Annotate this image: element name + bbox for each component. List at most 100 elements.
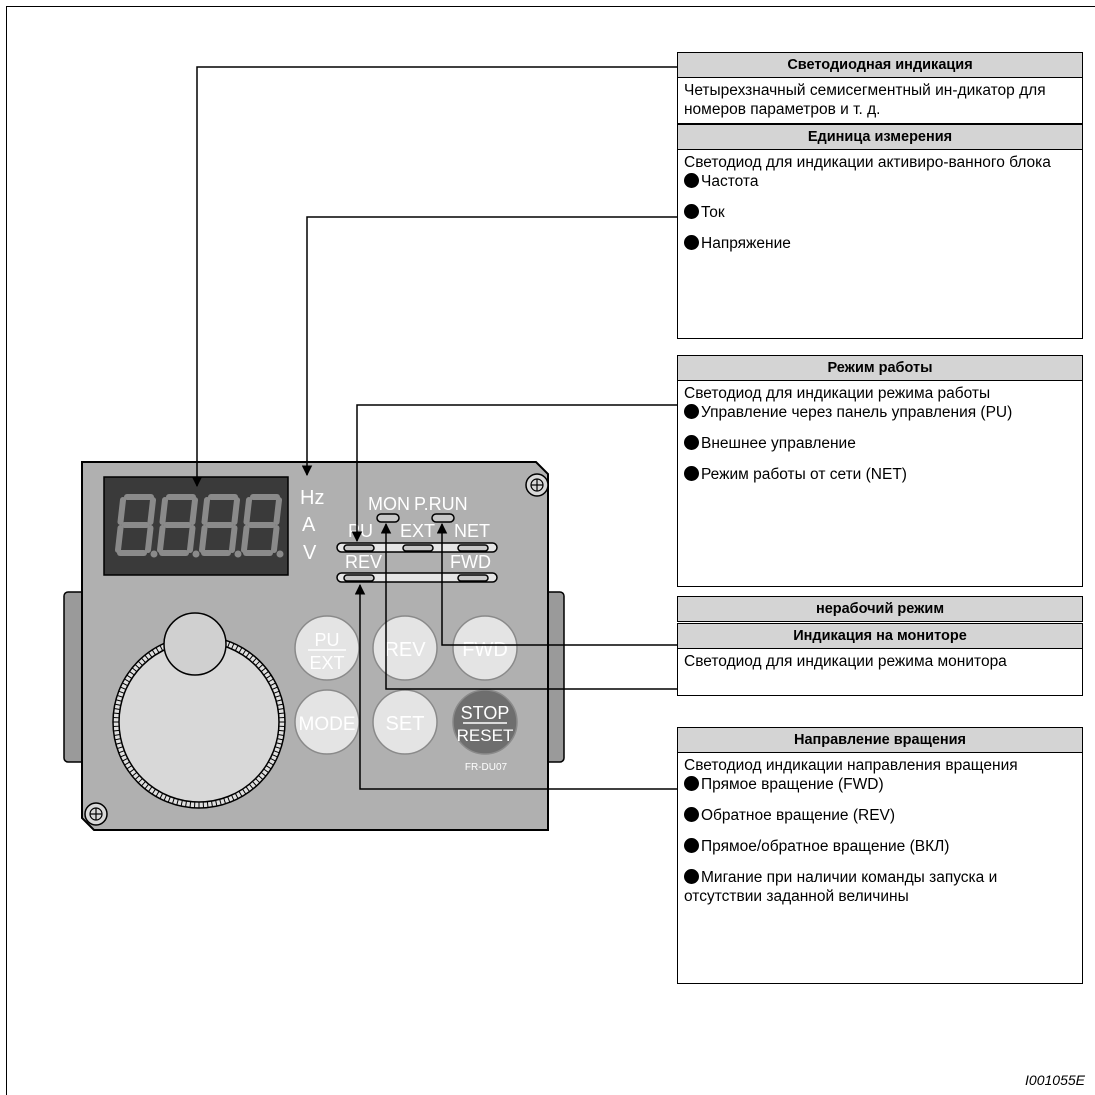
dial-tick	[231, 643, 235, 650]
dial-tick	[258, 775, 264, 780]
led-label-ext: EXT	[400, 521, 435, 541]
digit-segment	[271, 525, 280, 553]
mode-button[interactable]: MODE	[294, 689, 360, 755]
callout-text: Светодиод для индикации активиро-ванного…	[684, 154, 1051, 171]
dial-tick	[134, 775, 140, 780]
list-item: Частота	[678, 172, 1082, 191]
dial-tick	[155, 647, 160, 653]
dial-tick	[273, 750, 280, 754]
dial-tick	[114, 738, 121, 741]
dial-tick	[278, 712, 285, 715]
dial-tick	[234, 793, 239, 799]
dial-tick	[155, 791, 160, 797]
dial-tick	[151, 788, 156, 795]
set-button-label: SET	[386, 713, 425, 735]
led-label-net: NET	[454, 521, 490, 541]
dial-tick	[211, 800, 213, 808]
callout-unit: Единица измерения Светодиод для индикаци…	[677, 124, 1083, 339]
callout-led-display: Светодиодная индикация Четырехзначный се…	[677, 52, 1083, 124]
callout-operation-mode: Режим работы Светодиод для индикации реж…	[677, 355, 1083, 587]
dial-tick	[231, 794, 235, 801]
dial-tick	[171, 797, 175, 804]
dial-tick	[113, 712, 120, 715]
dial-tick	[234, 645, 239, 651]
dial-tick	[274, 746, 281, 750]
dial-tick	[223, 797, 227, 804]
dial-tick	[271, 754, 278, 758]
led-mon	[376, 513, 400, 523]
digit-segment	[145, 525, 154, 553]
dial-tick	[131, 667, 138, 673]
led-prun	[431, 513, 455, 523]
dial-tick	[206, 801, 209, 808]
dial-tick	[115, 699, 122, 702]
bullet-icon	[684, 235, 699, 250]
set-button[interactable]: SET	[372, 689, 438, 755]
setting-dial[interactable]	[112, 612, 286, 809]
dial-tick	[219, 799, 222, 806]
led-bar-bottom	[336, 572, 498, 583]
digit-segment	[117, 497, 126, 525]
leader-monitor-prun	[436, 522, 677, 646]
dial-tick	[277, 738, 284, 741]
callout-text: Светодиод для индикации режима монитора	[684, 653, 1007, 670]
led-pu	[343, 544, 375, 552]
dial-tick	[265, 674, 272, 679]
callout-text: Светодиод для индикации режима работы	[684, 385, 991, 402]
callout-idle-mode: нерабочий режим	[677, 596, 1083, 622]
dial-tick	[180, 800, 183, 807]
rev-button[interactable]: REV	[372, 615, 438, 681]
digit-segment	[199, 525, 208, 553]
dial-tick	[278, 729, 285, 732]
dial-tick	[238, 647, 243, 653]
dial-tick	[255, 778, 261, 784]
dial-tick	[115, 742, 122, 745]
list-item: Режим работы от сети (NET)	[678, 465, 1082, 484]
list-item: Внешнее управление	[678, 434, 1082, 453]
dial-tick	[129, 768, 135, 773]
led-fwd	[457, 574, 489, 582]
dial-tick	[141, 657, 146, 663]
list-item: Прямое/обратное вращение (ВКЛ)	[678, 837, 1082, 856]
dial-tick	[122, 757, 128, 762]
pu-ext-button[interactable]: PU EXT	[294, 615, 360, 681]
bullet-icon	[684, 776, 699, 791]
dial-tick	[258, 664, 264, 669]
dial-tick	[252, 781, 257, 787]
leader-operation-mode	[351, 404, 677, 543]
unit-label-hz: Hz	[300, 487, 324, 509]
digit-segment	[273, 497, 282, 525]
digit-segment	[157, 525, 166, 553]
digit-dot	[276, 550, 284, 558]
dial-tick	[163, 794, 167, 801]
dial-tick	[185, 800, 187, 808]
dial-tick	[113, 729, 120, 732]
pu-ext-bottom-label: EXT	[309, 653, 344, 673]
digit-dot	[234, 550, 242, 558]
dial-tick	[131, 771, 138, 777]
callout-text: Светодиод индикации направления вращения	[684, 757, 1018, 774]
dial-tick	[120, 754, 127, 758]
bullet-icon	[684, 204, 699, 219]
dial-tick	[245, 652, 250, 658]
dial-tick	[117, 694, 124, 698]
stop-reset-button[interactable]: STOP RESET	[452, 689, 518, 755]
callout-text: Четырехзначный семисегментный ин-дикатор…	[684, 82, 1046, 118]
model-label: FR-DU07	[465, 762, 508, 773]
dial-tick	[242, 788, 247, 795]
bullet-icon	[684, 869, 699, 884]
callout-title: Режим работы	[678, 356, 1082, 381]
dial-tick	[159, 793, 164, 799]
display-digits	[115, 494, 284, 558]
dial-tick	[260, 771, 267, 777]
dial-tick	[263, 768, 269, 773]
digit-segment	[189, 497, 198, 525]
bullet-icon	[684, 466, 699, 481]
callout-title: Направление вращения	[678, 728, 1082, 753]
digit-segment	[241, 525, 250, 553]
dial-tick	[137, 778, 143, 784]
led-net	[457, 544, 489, 552]
dial-tick	[117, 746, 124, 750]
dial-tick	[113, 708, 121, 710]
dial-tick	[151, 649, 156, 656]
